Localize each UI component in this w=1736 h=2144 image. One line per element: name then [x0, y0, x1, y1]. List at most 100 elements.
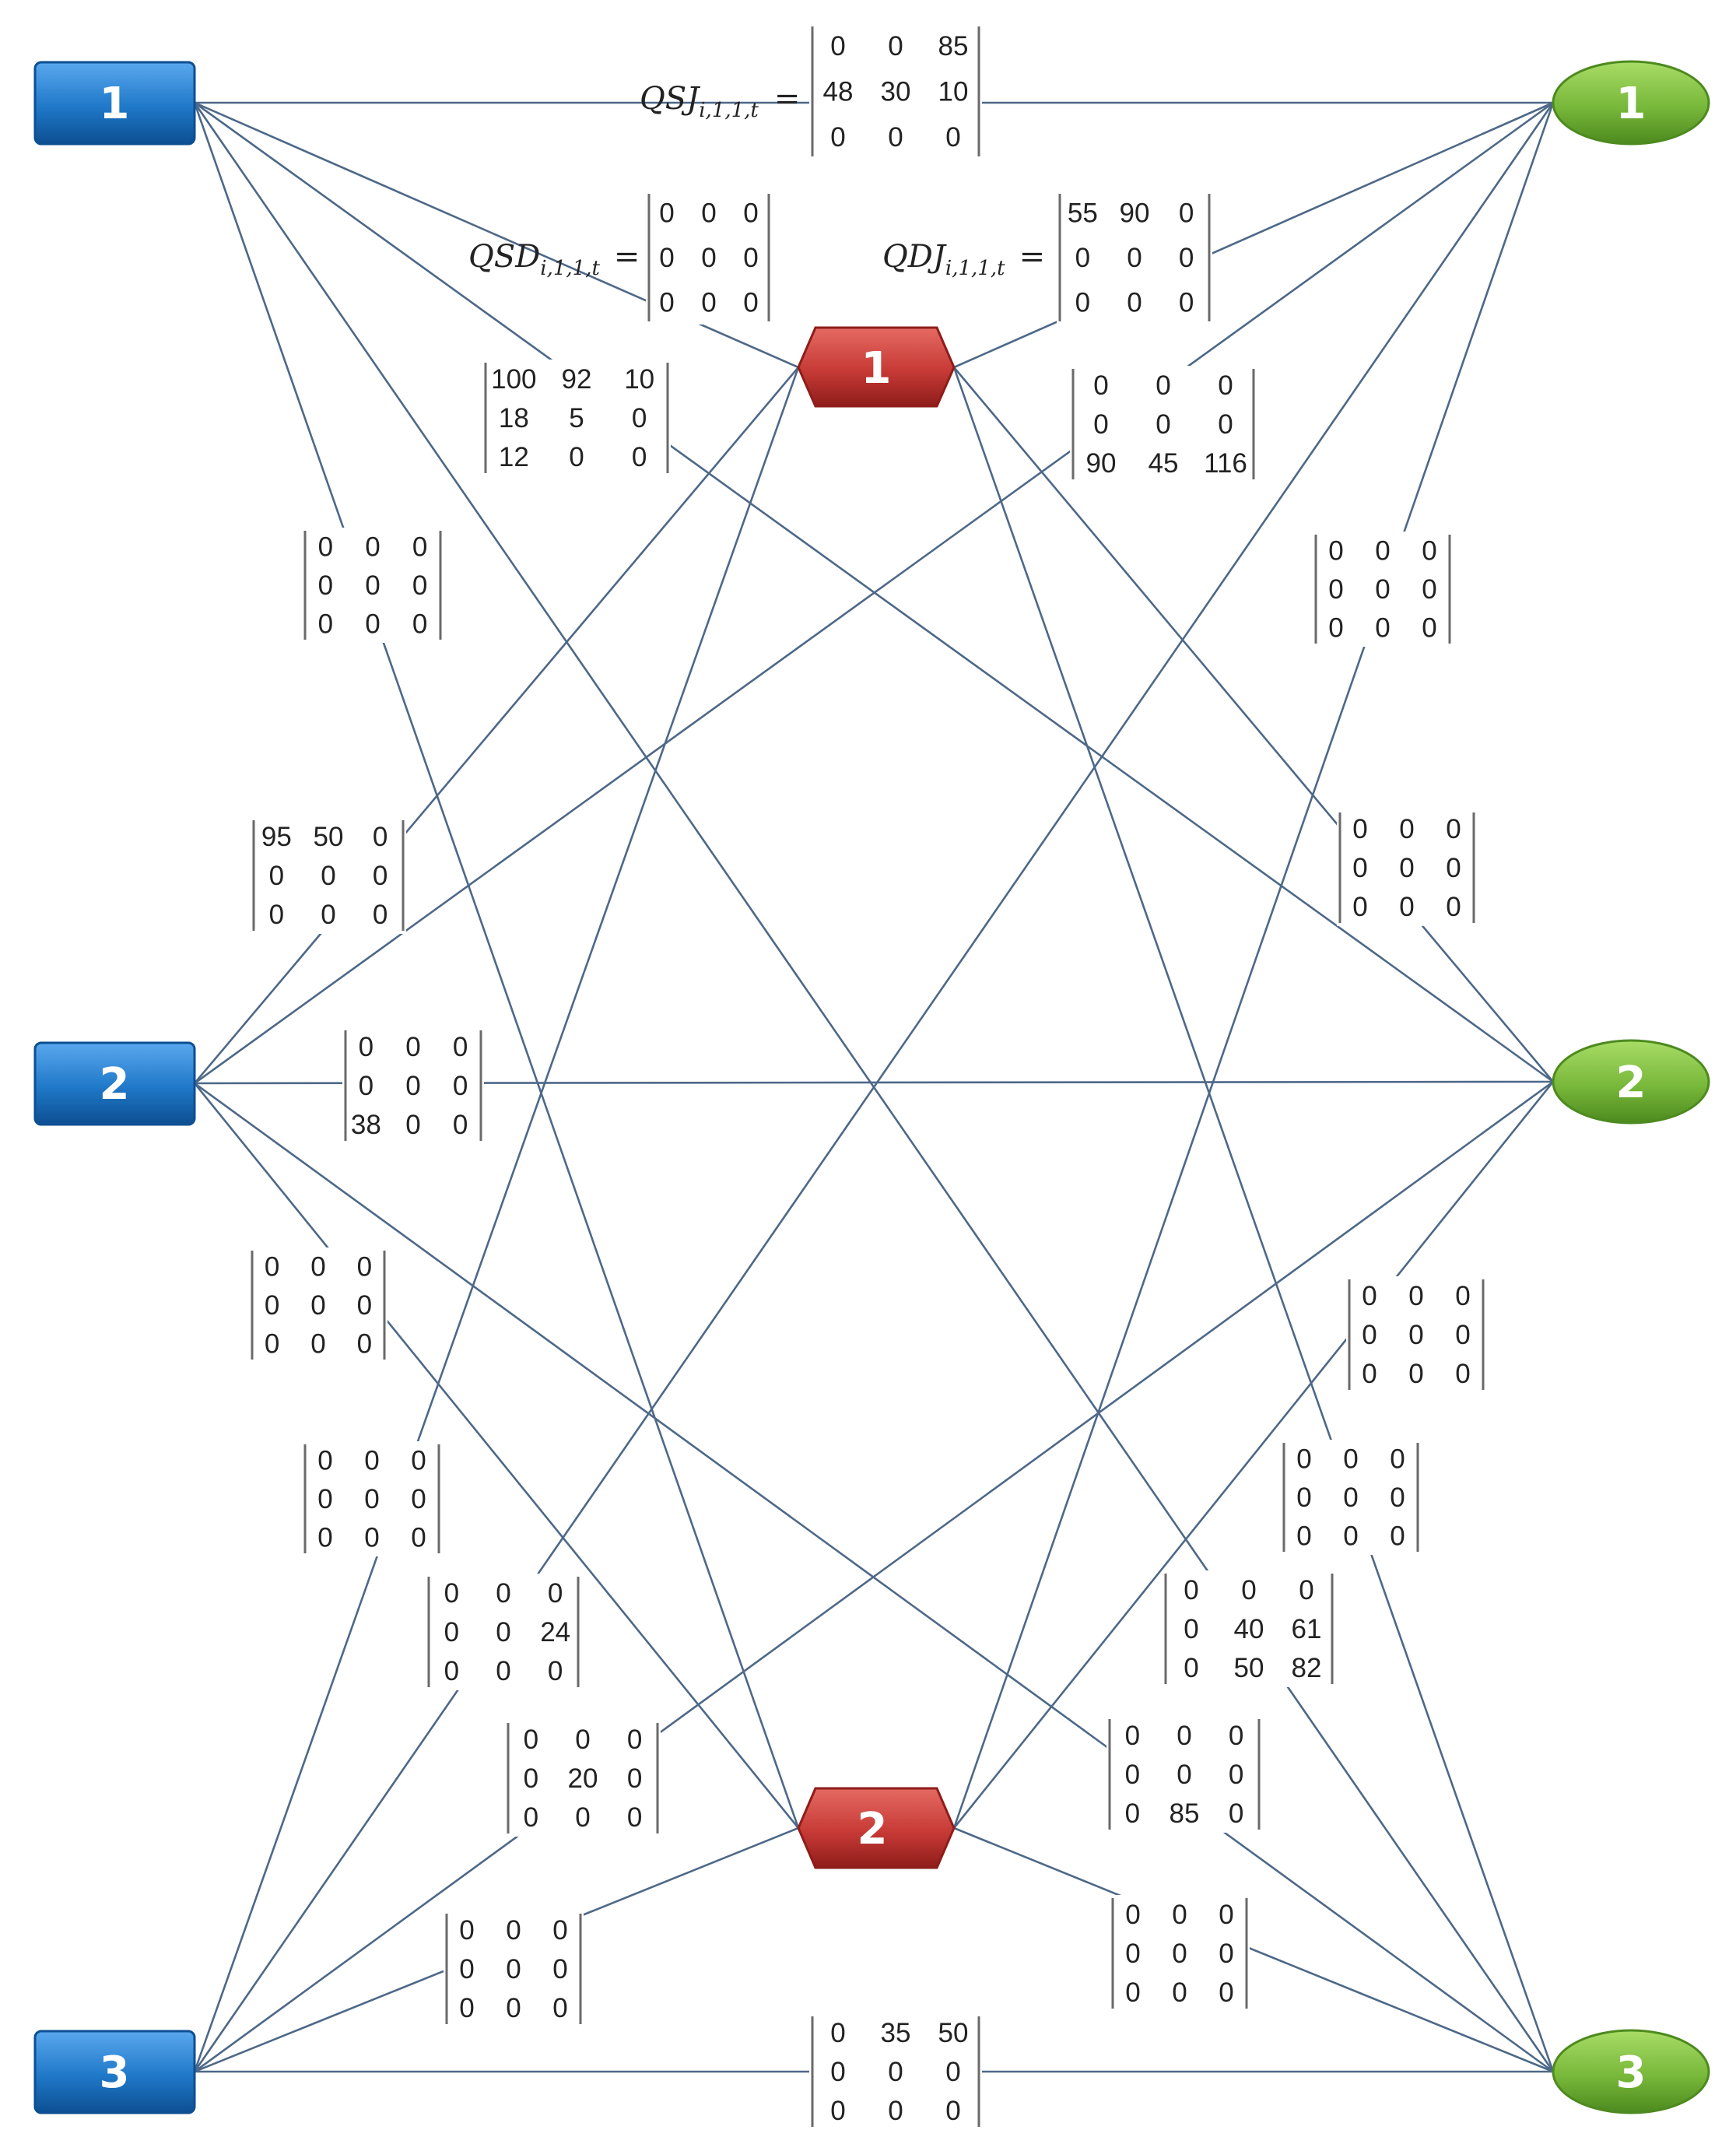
- matrix-cell: 116: [1204, 448, 1247, 479]
- matrix-cell: 50: [314, 822, 344, 852]
- matrix-cell: 0: [1156, 370, 1170, 401]
- matrix-cell: 0: [373, 861, 388, 891]
- matrix-cell: 0: [1127, 287, 1142, 318]
- edge-s2l-c1: [194, 101, 1554, 1085]
- supplier-node-2-label: 2: [100, 1059, 130, 1110]
- matrix-cell: 85: [938, 31, 969, 61]
- matrix-cell: 0: [265, 1328, 279, 1359]
- matrix-cell: 0: [459, 1954, 474, 1984]
- matrix-cell: 0: [1179, 198, 1194, 229]
- matrix-cell: 0: [632, 403, 647, 433]
- matrix-cell: 0: [888, 2096, 903, 2126]
- matrix-cell: 0: [888, 122, 903, 153]
- matrix-cell: 0: [405, 1071, 420, 1101]
- matrix-cell: 0: [459, 1993, 474, 2023]
- matrix-cell: 0: [453, 1032, 468, 1062]
- matrix-cell: 0: [945, 122, 960, 153]
- matrix-cell: 55: [1068, 198, 1098, 229]
- matrix-cell: 0: [1399, 814, 1414, 844]
- matrix-cell: 0: [1179, 243, 1194, 273]
- matrix-cell: 0: [1218, 370, 1233, 401]
- matrix-cell: 0: [1172, 1900, 1187, 1930]
- matrix-background: [426, 1574, 581, 1690]
- matrix-cell: 0: [552, 1993, 567, 2023]
- matrix-cell: 0: [444, 1617, 459, 1647]
- supplier-node-2: 2: [33, 1041, 196, 1126]
- matrix-cell: 0: [743, 198, 758, 229]
- matrix-cell: 24: [540, 1617, 570, 1647]
- matrix-cell: 0: [1446, 892, 1461, 922]
- matrix-cell: 0: [1390, 1483, 1405, 1513]
- qsj-base: QSJ: [640, 81, 700, 117]
- matrix-background: [251, 817, 406, 934]
- qdj-base: QDJ: [882, 239, 947, 275]
- matrix-cell: 0: [317, 1522, 332, 1553]
- matrix-background: [809, 23, 982, 160]
- matrix-cell: 0: [743, 243, 758, 273]
- matrix-cell: 0: [1422, 574, 1436, 605]
- matrix-cell: 0: [317, 1484, 332, 1514]
- matrix-cell: 0: [552, 1954, 567, 1984]
- matrix-cell: 0: [1343, 1521, 1358, 1551]
- matrix-cell: 0: [1075, 243, 1090, 273]
- matrix-cell: 0: [1219, 1977, 1233, 2008]
- matrix-cell: 0: [1127, 243, 1142, 273]
- matrix-cell: 0: [1328, 536, 1343, 567]
- edge-s3l-c1: [193, 102, 1555, 2072]
- matrix-cell: 10: [938, 77, 969, 107]
- matrix-cell: 0: [627, 1802, 642, 1833]
- matrix-cell: 0: [548, 1656, 563, 1686]
- matrix-background: [302, 1441, 442, 1556]
- matrix-cell: 0: [1446, 853, 1461, 883]
- matrix-cell: 0: [1219, 1900, 1233, 1930]
- matrix-cell: 0: [1399, 892, 1414, 922]
- matrix-cell: 90: [1120, 198, 1150, 229]
- matrix-cell: 0: [1125, 1939, 1140, 1969]
- matrix-cell: 0: [269, 861, 284, 891]
- customer-node-1: 1: [1552, 60, 1710, 146]
- matrix-cell: 0: [524, 1725, 538, 1755]
- matrix-cell: 0: [1375, 574, 1390, 605]
- matrix-cell: 0: [1125, 1760, 1140, 1790]
- matrix-cell: 0: [1296, 1483, 1311, 1513]
- qsj-subscript: i,1,1,t: [699, 99, 759, 122]
- plant-node-1-label: 1: [861, 343, 892, 394]
- matrix-cell: 0: [412, 570, 427, 601]
- matrix-cell: 35: [881, 2018, 911, 2048]
- matrix-cell: 0: [1229, 1721, 1243, 1751]
- matrix-cell: 0: [1408, 1320, 1423, 1350]
- matrix-background: [1070, 366, 1257, 482]
- edge-p1r-c1: [953, 101, 1554, 369]
- edge-s2l-p1l: [194, 367, 799, 1084]
- matrix-background: [809, 2013, 982, 2130]
- matrix-cell: 0: [310, 1328, 325, 1359]
- matrix-cell: 0: [1172, 1977, 1187, 2008]
- matrix-cell: 90: [1086, 448, 1117, 479]
- matrix-cell: 0: [1184, 1614, 1198, 1644]
- qsd-label: QSDi,1,1,t=: [468, 239, 640, 280]
- matrix-cell: 0: [1125, 1798, 1140, 1829]
- matrix-cell: 0: [830, 2057, 845, 2087]
- matrix-cell: 0: [1296, 1521, 1311, 1551]
- matrix-cell: 0: [1343, 1444, 1358, 1475]
- matrix-cell: 0: [659, 198, 674, 229]
- matrix-cell: 0: [888, 2057, 903, 2087]
- supplier-node-3: 3: [33, 2030, 196, 2114]
- matrix-cell: 0: [453, 1110, 468, 1140]
- matrix-cell: 0: [1362, 1320, 1377, 1350]
- matrix-cell: 0: [1446, 814, 1461, 844]
- matrix-cell: 0: [364, 1484, 379, 1514]
